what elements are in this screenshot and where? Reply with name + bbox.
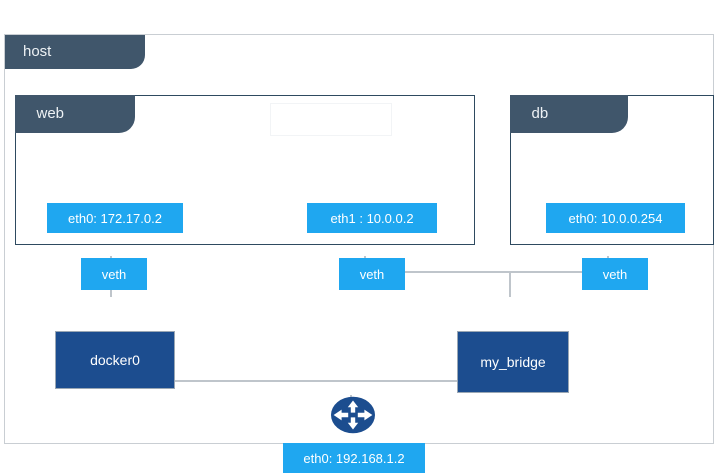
host-panel: host web xyxy=(4,34,714,473)
bridge-box-my-bridge[interactable]: my_bridge xyxy=(457,331,569,393)
router-four-way-arrows-icon[interactable] xyxy=(330,396,376,434)
namespace-tab-label-db: db xyxy=(531,104,549,122)
veth-box-web-eth1[interactable]: veth xyxy=(339,258,405,290)
line-bottom-bus xyxy=(110,380,509,382)
namespace-tab-label-web: web xyxy=(36,104,65,122)
namespace-tab-db[interactable]: db xyxy=(509,94,628,133)
line-bus-drop-my-bridge xyxy=(509,271,511,297)
veth-box-db-eth0[interactable]: veth xyxy=(582,258,648,290)
host-tab[interactable]: host xyxy=(5,35,145,69)
interface-box-web-eth0[interactable]: eth0: 172.17.0.2 xyxy=(47,203,183,233)
diagram-canvas: host web xyxy=(4,34,714,473)
namespace-tab-web[interactable]: web xyxy=(14,94,135,133)
bridge-box-docker0[interactable]: docker0 xyxy=(55,331,175,389)
line-bus-to-my-bridge xyxy=(364,271,608,273)
interface-box-db-eth0[interactable]: eth0: 10.0.0.254 xyxy=(546,203,685,233)
placeholder-rect xyxy=(270,103,392,136)
interface-box-web-eth1[interactable]: eth1 : 10.0.0.2 xyxy=(307,203,437,233)
host-tab-label: host xyxy=(23,43,52,60)
veth-box-web-eth0[interactable]: veth xyxy=(81,258,147,290)
